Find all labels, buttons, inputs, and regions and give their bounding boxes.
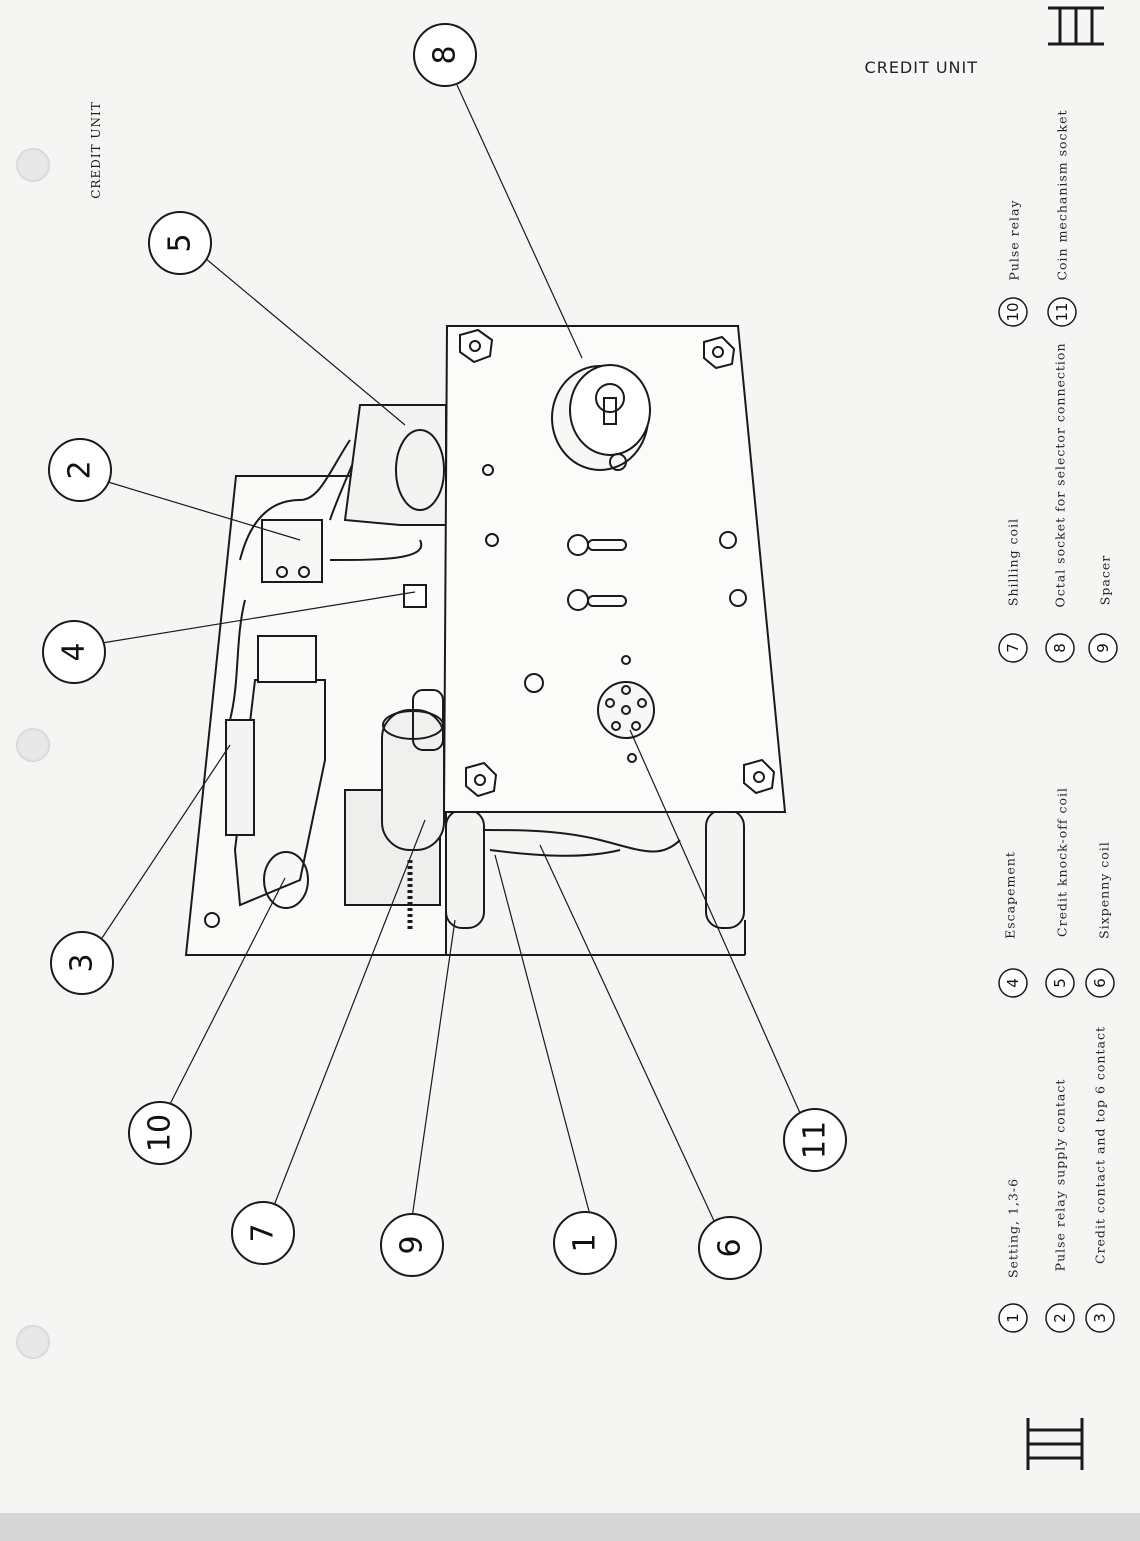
callout-4: 4 [42,620,106,684]
svg-text:1: 1 [1004,1313,1022,1323]
svg-text:4: 4 [57,642,92,661]
spacer-right [705,809,745,929]
svg-text:4: 4 [1004,978,1022,988]
svg-text:6: 6 [713,1238,748,1257]
callout-2: 2 [48,438,112,502]
callout-8: 8 [413,23,477,87]
leader-lines [101,84,801,1224]
legend-label-5: Credit knock-off coil [1054,787,1070,937]
legend-num-6: 6 [1085,968,1115,998]
scan-edge-band [0,1513,1140,1541]
callout-6: 6 [698,1216,762,1280]
spacer-left [445,809,485,929]
legend-label-10: Pulse relay [1006,199,1022,281]
legend-numbers: 1 2 3 4 5 6 7 8 9 10 11 [998,297,1118,1333]
legend-num-10: 10 [998,297,1028,327]
legend-num-5: 5 [1045,968,1075,998]
legend-num-3: 3 [1085,1303,1115,1333]
svg-text:11: 11 [1053,302,1071,321]
svg-text:8: 8 [428,45,463,64]
svg-text:7: 7 [246,1223,281,1242]
callout-5: 5 [148,211,212,275]
svg-text:8: 8 [1051,643,1069,653]
legend-num-9: 9 [1088,633,1118,663]
svg-text:9: 9 [395,1235,430,1254]
legend-label-7: Shilling coil [1005,517,1021,607]
legend-label-1: Setting, 1,3-6 [1005,1177,1021,1279]
legend-label-4: Escapement [1002,851,1018,939]
legend-num-7: 7 [998,633,1028,663]
legend-num-4: 4 [998,968,1028,998]
legend-label-11: Coin mechanism socket [1054,109,1070,281]
escapement [403,584,427,608]
callout-11: 11 [783,1108,847,1172]
legend-label-2: Pulse relay supply contact [1052,1078,1068,1272]
svg-text:6: 6 [1091,978,1109,988]
page-title: CREDIT UNIT [864,58,978,77]
legend-label-3: Credit contact and top 6 contact [1092,1026,1108,1264]
punch-hole-middle [16,728,50,762]
callout-10: 10 [128,1101,192,1165]
svg-text:10: 10 [143,1114,178,1152]
svg-text:3: 3 [1091,1313,1109,1323]
punch-hole-top [16,148,50,182]
svg-text:7: 7 [1004,643,1022,653]
svg-text:2: 2 [63,460,98,479]
legend-label-9: Spacer [1097,554,1113,606]
legend-num-8: 8 [1045,633,1075,663]
coin-mechanism-socket [597,681,655,739]
svg-text:2: 2 [1051,1313,1069,1323]
svg-text:1: 1 [568,1233,603,1252]
callouts: 8 5 2 4 3 10 7 9 1 6 11 [42,23,847,1280]
svg-text:11: 11 [798,1121,833,1159]
svg-text:5: 5 [1051,978,1069,988]
relay-contact-block [257,635,317,683]
legend-label-8: Octal socket for selector connection [1052,342,1068,608]
supply-contact-bracket [261,519,323,583]
legend-num-1: 1 [998,1303,1028,1333]
svg-text:5: 5 [163,233,198,252]
legend-num-11: 11 [1047,297,1077,327]
legend-label-6: Sixpenny coil [1096,841,1112,939]
callout-3: 3 [50,931,114,995]
svg-text:3: 3 [65,953,100,972]
callout-1: 1 [553,1211,617,1275]
coil-plunger [412,689,444,751]
callout-7: 7 [231,1201,295,1265]
svg-text:9: 9 [1094,643,1112,653]
legend-num-2: 2 [1045,1303,1075,1333]
pulse-relay [233,679,326,907]
punch-hole-bottom [16,1325,50,1359]
callout-9: 9 [380,1213,444,1277]
svg-text:10: 10 [1004,302,1022,321]
